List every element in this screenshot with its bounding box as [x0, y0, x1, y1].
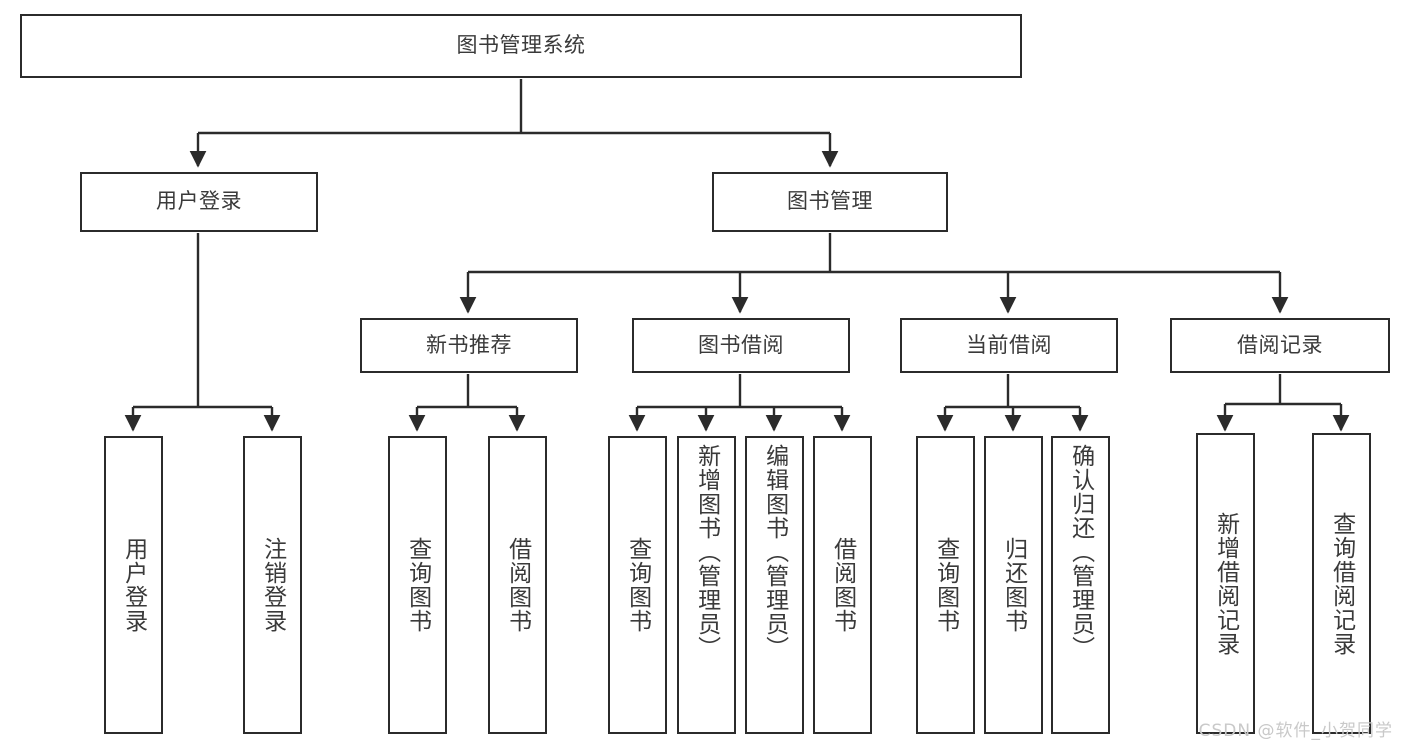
leaf-new-book-query-label: 查询图书 [404, 537, 431, 633]
node-borrow-record-label: 借阅记录 [1237, 332, 1323, 357]
leaf-current-query-book[interactable]: 查询图书 [916, 436, 975, 734]
leaf-borrow-query-book-label: 查询图书 [624, 537, 651, 633]
node-new-book-recommend-label: 新书推荐 [426, 332, 512, 357]
leaf-add-book-admin-label: 新增图书（管理员） [693, 444, 720, 660]
leaf-return-book[interactable]: 归还图书 [984, 436, 1043, 734]
leaf-query-borrow-record-label: 查询借阅记录 [1328, 511, 1355, 656]
node-root-label: 图书管理系统 [456, 33, 586, 58]
leaf-add-borrow-record[interactable]: 新增借阅记录 [1196, 433, 1255, 734]
node-current-borrow-label: 当前借阅 [966, 332, 1052, 357]
node-current-borrow[interactable]: 当前借阅 [900, 318, 1118, 373]
node-user-login-label: 用户登录 [156, 189, 242, 214]
leaf-query-borrow-record[interactable]: 查询借阅记录 [1312, 433, 1371, 734]
node-book-management[interactable]: 图书管理 [712, 172, 948, 232]
leaf-confirm-return-admin[interactable]: 确认归还（管理员） [1051, 436, 1110, 734]
leaf-confirm-return-admin-label: 确认归还（管理员） [1067, 444, 1094, 660]
leaf-return-book-label: 归还图书 [1000, 537, 1027, 633]
node-user-login[interactable]: 用户登录 [80, 172, 318, 232]
node-book-management-label: 图书管理 [787, 189, 873, 214]
leaf-edit-book-admin-label: 编辑图书（管理员） [761, 444, 788, 660]
node-root[interactable]: 图书管理系统 [20, 14, 1022, 78]
node-new-book-recommend[interactable]: 新书推荐 [360, 318, 578, 373]
leaf-user-login[interactable]: 用户登录 [104, 436, 163, 734]
leaf-borrow-book[interactable]: 借阅图书 [813, 436, 872, 734]
leaf-logout[interactable]: 注销登录 [243, 436, 302, 734]
leaf-new-book-borrow-label: 借阅图书 [504, 537, 531, 633]
node-book-borrow[interactable]: 图书借阅 [632, 318, 850, 373]
leaf-new-book-query[interactable]: 查询图书 [388, 436, 447, 734]
watermark: CSDN @软件_小贺同学 [1198, 721, 1393, 741]
leaf-borrow-query-book[interactable]: 查询图书 [608, 436, 667, 734]
leaf-add-borrow-record-label: 新增借阅记录 [1212, 511, 1239, 656]
leaf-current-query-book-label: 查询图书 [932, 537, 959, 633]
leaf-edit-book-admin[interactable]: 编辑图书（管理员） [745, 436, 804, 734]
leaf-new-book-borrow[interactable]: 借阅图书 [488, 436, 547, 734]
leaf-user-login-label: 用户登录 [120, 537, 147, 633]
node-borrow-record[interactable]: 借阅记录 [1170, 318, 1390, 373]
node-book-borrow-label: 图书借阅 [698, 332, 784, 357]
leaf-borrow-book-label: 借阅图书 [829, 537, 856, 633]
leaf-logout-label: 注销登录 [259, 537, 286, 633]
leaf-add-book-admin[interactable]: 新增图书（管理员） [677, 436, 736, 734]
